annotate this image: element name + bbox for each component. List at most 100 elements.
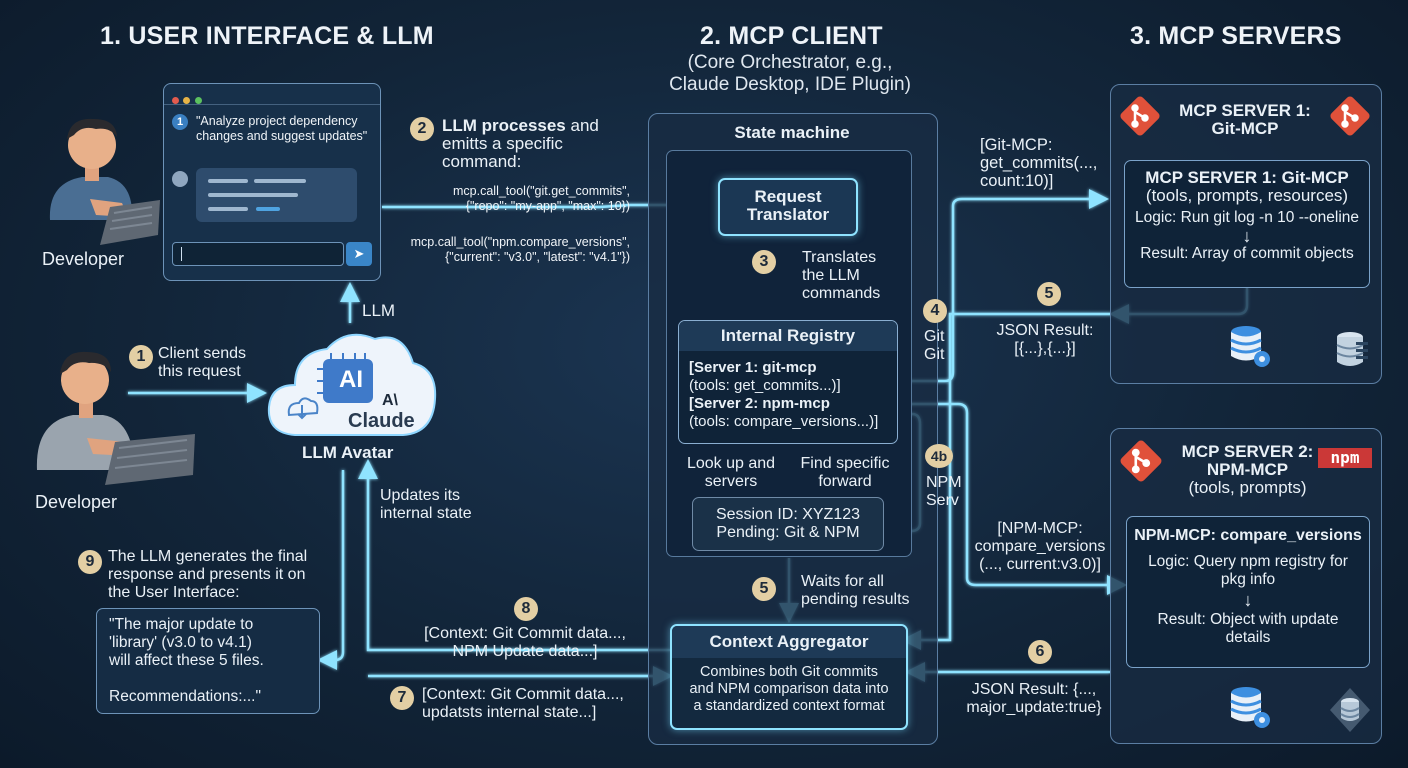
- text-line: Translates: [802, 249, 877, 266]
- git-call-text: [Git-MCP: get_commits(..., count:10)]: [980, 136, 1097, 190]
- text-line: compare_versions: [974, 538, 1106, 555]
- text-line: [Git-MCP:: [980, 136, 1053, 154]
- command-line: {"current": "v3.0", "latest": "v4.1"}): [445, 250, 630, 264]
- server-1-subtitle: (tools, prompts, resources): [1145, 186, 1349, 205]
- text-line: 'library' (v3.0 to v4.1): [109, 634, 252, 651]
- server-2-result: details: [1225, 629, 1271, 646]
- chat-user-message: "Analyze project dependency changes and …: [196, 114, 367, 144]
- section-title-mcp-servers: 3. MCP SERVERS: [1130, 22, 1342, 50]
- step-4-text: Git Git: [924, 328, 944, 364]
- server-1-header: MCP SERVER 1: Git-MCP: [1165, 102, 1325, 138]
- registry-server-2-tools: (tools: compare_versions...)]: [689, 413, 879, 430]
- text-line: the LLM: [802, 267, 860, 284]
- npm-call-text: [NPM-MCP: compare_versions (..., current…: [970, 520, 1110, 574]
- text-line: NPM-MCP: [1206, 460, 1289, 479]
- llm-label: LLM: [362, 301, 396, 320]
- step-4-badge: 4: [923, 299, 947, 323]
- text-line: forward: [818, 473, 872, 490]
- developer-icon: [49, 118, 160, 245]
- step-2-badge: 2: [410, 117, 434, 141]
- minimize-dot-icon[interactable]: [183, 97, 191, 104]
- npm-command-text: mcp.call_tool("npm.compare_versions", {"…: [385, 235, 630, 265]
- step-1-text: Client sends this request: [158, 345, 246, 381]
- server-2-header: MCP SERVER 2: NPM-MCP (tools, prompts): [1165, 443, 1330, 497]
- context-aggregator-title: Context Aggregator: [672, 626, 906, 658]
- git-logo-icon: [1120, 440, 1162, 482]
- step-6-badge: 6: [1028, 640, 1052, 664]
- maximize-dot-icon[interactable]: [194, 97, 202, 104]
- text-line: Translator: [746, 205, 830, 224]
- server-2-logic: pkg info: [1220, 571, 1276, 588]
- request-translator-label: Request Translator: [720, 188, 856, 224]
- server-1-detail-box: MCP SERVER 1: Git-MCP (tools, prompts, r…: [1124, 160, 1370, 288]
- updates-state-text: Updates its internal state: [380, 487, 472, 523]
- text-line: MCP SERVER 2:: [1181, 442, 1314, 461]
- window-controls: [172, 91, 202, 109]
- server-1-title: MCP SERVER 1: Git-MCP: [1145, 168, 1349, 187]
- text-line: will affect these 5 files.: [109, 652, 264, 669]
- arrow-context-to-llm: [358, 459, 670, 652]
- session-box: Session ID: XYZ123 Pending: Git & NPM: [692, 497, 884, 551]
- step-4b-badge: 4b: [925, 444, 953, 468]
- final-response-box: "The major update to 'library' (v3.0 to …: [96, 608, 320, 714]
- down-arrow-icon: ↓: [1243, 590, 1253, 610]
- server-2-logic: Logic: Query npm registry for: [1148, 553, 1348, 570]
- session-id: Session ID: XYZ123: [715, 506, 861, 523]
- llm-avatar-label: LLM Avatar: [302, 443, 394, 462]
- lookup-text: Look up and servers: [676, 455, 786, 491]
- step-2-rest: and: [565, 116, 599, 135]
- chat-input[interactable]: [172, 242, 344, 266]
- state-machine-label: State machine: [734, 123, 850, 142]
- context-aggregator-box: Context Aggregator Combines both Git com…: [670, 624, 908, 730]
- step-5-result-text: JSON Result: [{...},{...}]: [985, 322, 1105, 358]
- step-5-wait-text: Waits for all pending results: [801, 573, 910, 609]
- claude-logo-icon: A\: [382, 392, 398, 409]
- git-logo-icon: [1330, 96, 1370, 136]
- git-command-text: mcp.call_tool("git.get_commits", {"repo"…: [400, 184, 630, 214]
- text-line: [NPM-MCP:: [997, 520, 1083, 537]
- text-line: [{...},{...}]: [1014, 340, 1076, 357]
- send-button[interactable]: ➤: [346, 242, 372, 266]
- text-line: major_update:true}: [966, 699, 1102, 716]
- git-logo-icon: [1120, 96, 1160, 136]
- text-line: MCP SERVER 1:: [1179, 101, 1311, 120]
- registry-server-1-tools: (tools: get_commits...)]: [689, 377, 841, 394]
- text-line: Find specific: [800, 455, 890, 472]
- step-8-text: [Context: Git Commit data..., NPM Update…: [400, 625, 650, 661]
- text-line: commands: [802, 285, 881, 302]
- section-title-mcp-client: 2. MCP CLIENT: [700, 22, 883, 50]
- session-text: Session ID: XYZ123 Pending: Git & NPM: [693, 506, 883, 542]
- text-line: [Context: Git Commit data...,: [424, 625, 626, 642]
- server-2-result: Result: Object with update: [1157, 611, 1339, 628]
- message-line: changes and suggest updates": [196, 129, 368, 143]
- cloud-icon: [267, 333, 437, 436]
- step-4b-text: NPM Serv: [926, 474, 962, 510]
- server-2-title: NPM-MCP: compare_versions: [1134, 527, 1362, 544]
- database-list-icon: [1336, 332, 1368, 366]
- text-line: [109, 670, 264, 688]
- step-2-line: command:: [442, 152, 522, 171]
- step-1-number: 1: [129, 345, 153, 369]
- text-line: count:10)]: [980, 172, 1054, 190]
- final-response-text: "The major update to 'library' (v3.0 to …: [109, 616, 264, 706]
- text-line: (tools, prompts): [1188, 478, 1307, 497]
- registry-entries: [Server 1: git-mcp (tools: get_commits..…: [689, 359, 878, 431]
- down-arrow-icon: ↓: [1242, 226, 1252, 246]
- registry-server-2: [Server 2: npm-mcp: [689, 395, 830, 412]
- text-line: "The major update to: [109, 616, 254, 633]
- database-gear-icon: [1230, 326, 1270, 367]
- text-line: internal state: [380, 505, 472, 522]
- text-line: [Context: Git Commit data...,: [422, 686, 624, 703]
- subtitle-line: (Core Orchestrator, e.g.,: [687, 52, 893, 73]
- step-2-line: emitts a specific: [442, 134, 563, 153]
- request-translator-box: Request Translator: [718, 178, 858, 236]
- text-line: updatsts internal state...]: [422, 704, 597, 721]
- step-line: Client sends: [158, 345, 247, 362]
- section-subtitle-mcp-client: (Core Orchestrator, e.g., Claude Desktop…: [640, 52, 940, 96]
- close-dot-icon[interactable]: [172, 97, 179, 104]
- text-line: Git: [924, 346, 945, 363]
- subtitle-line: Claude Desktop, IDE Plugin): [669, 74, 911, 95]
- server-2-details: NPM-MCP: compare_versions Logic: Query n…: [1127, 527, 1369, 647]
- arrow-registry-to-npm: [898, 402, 1127, 595]
